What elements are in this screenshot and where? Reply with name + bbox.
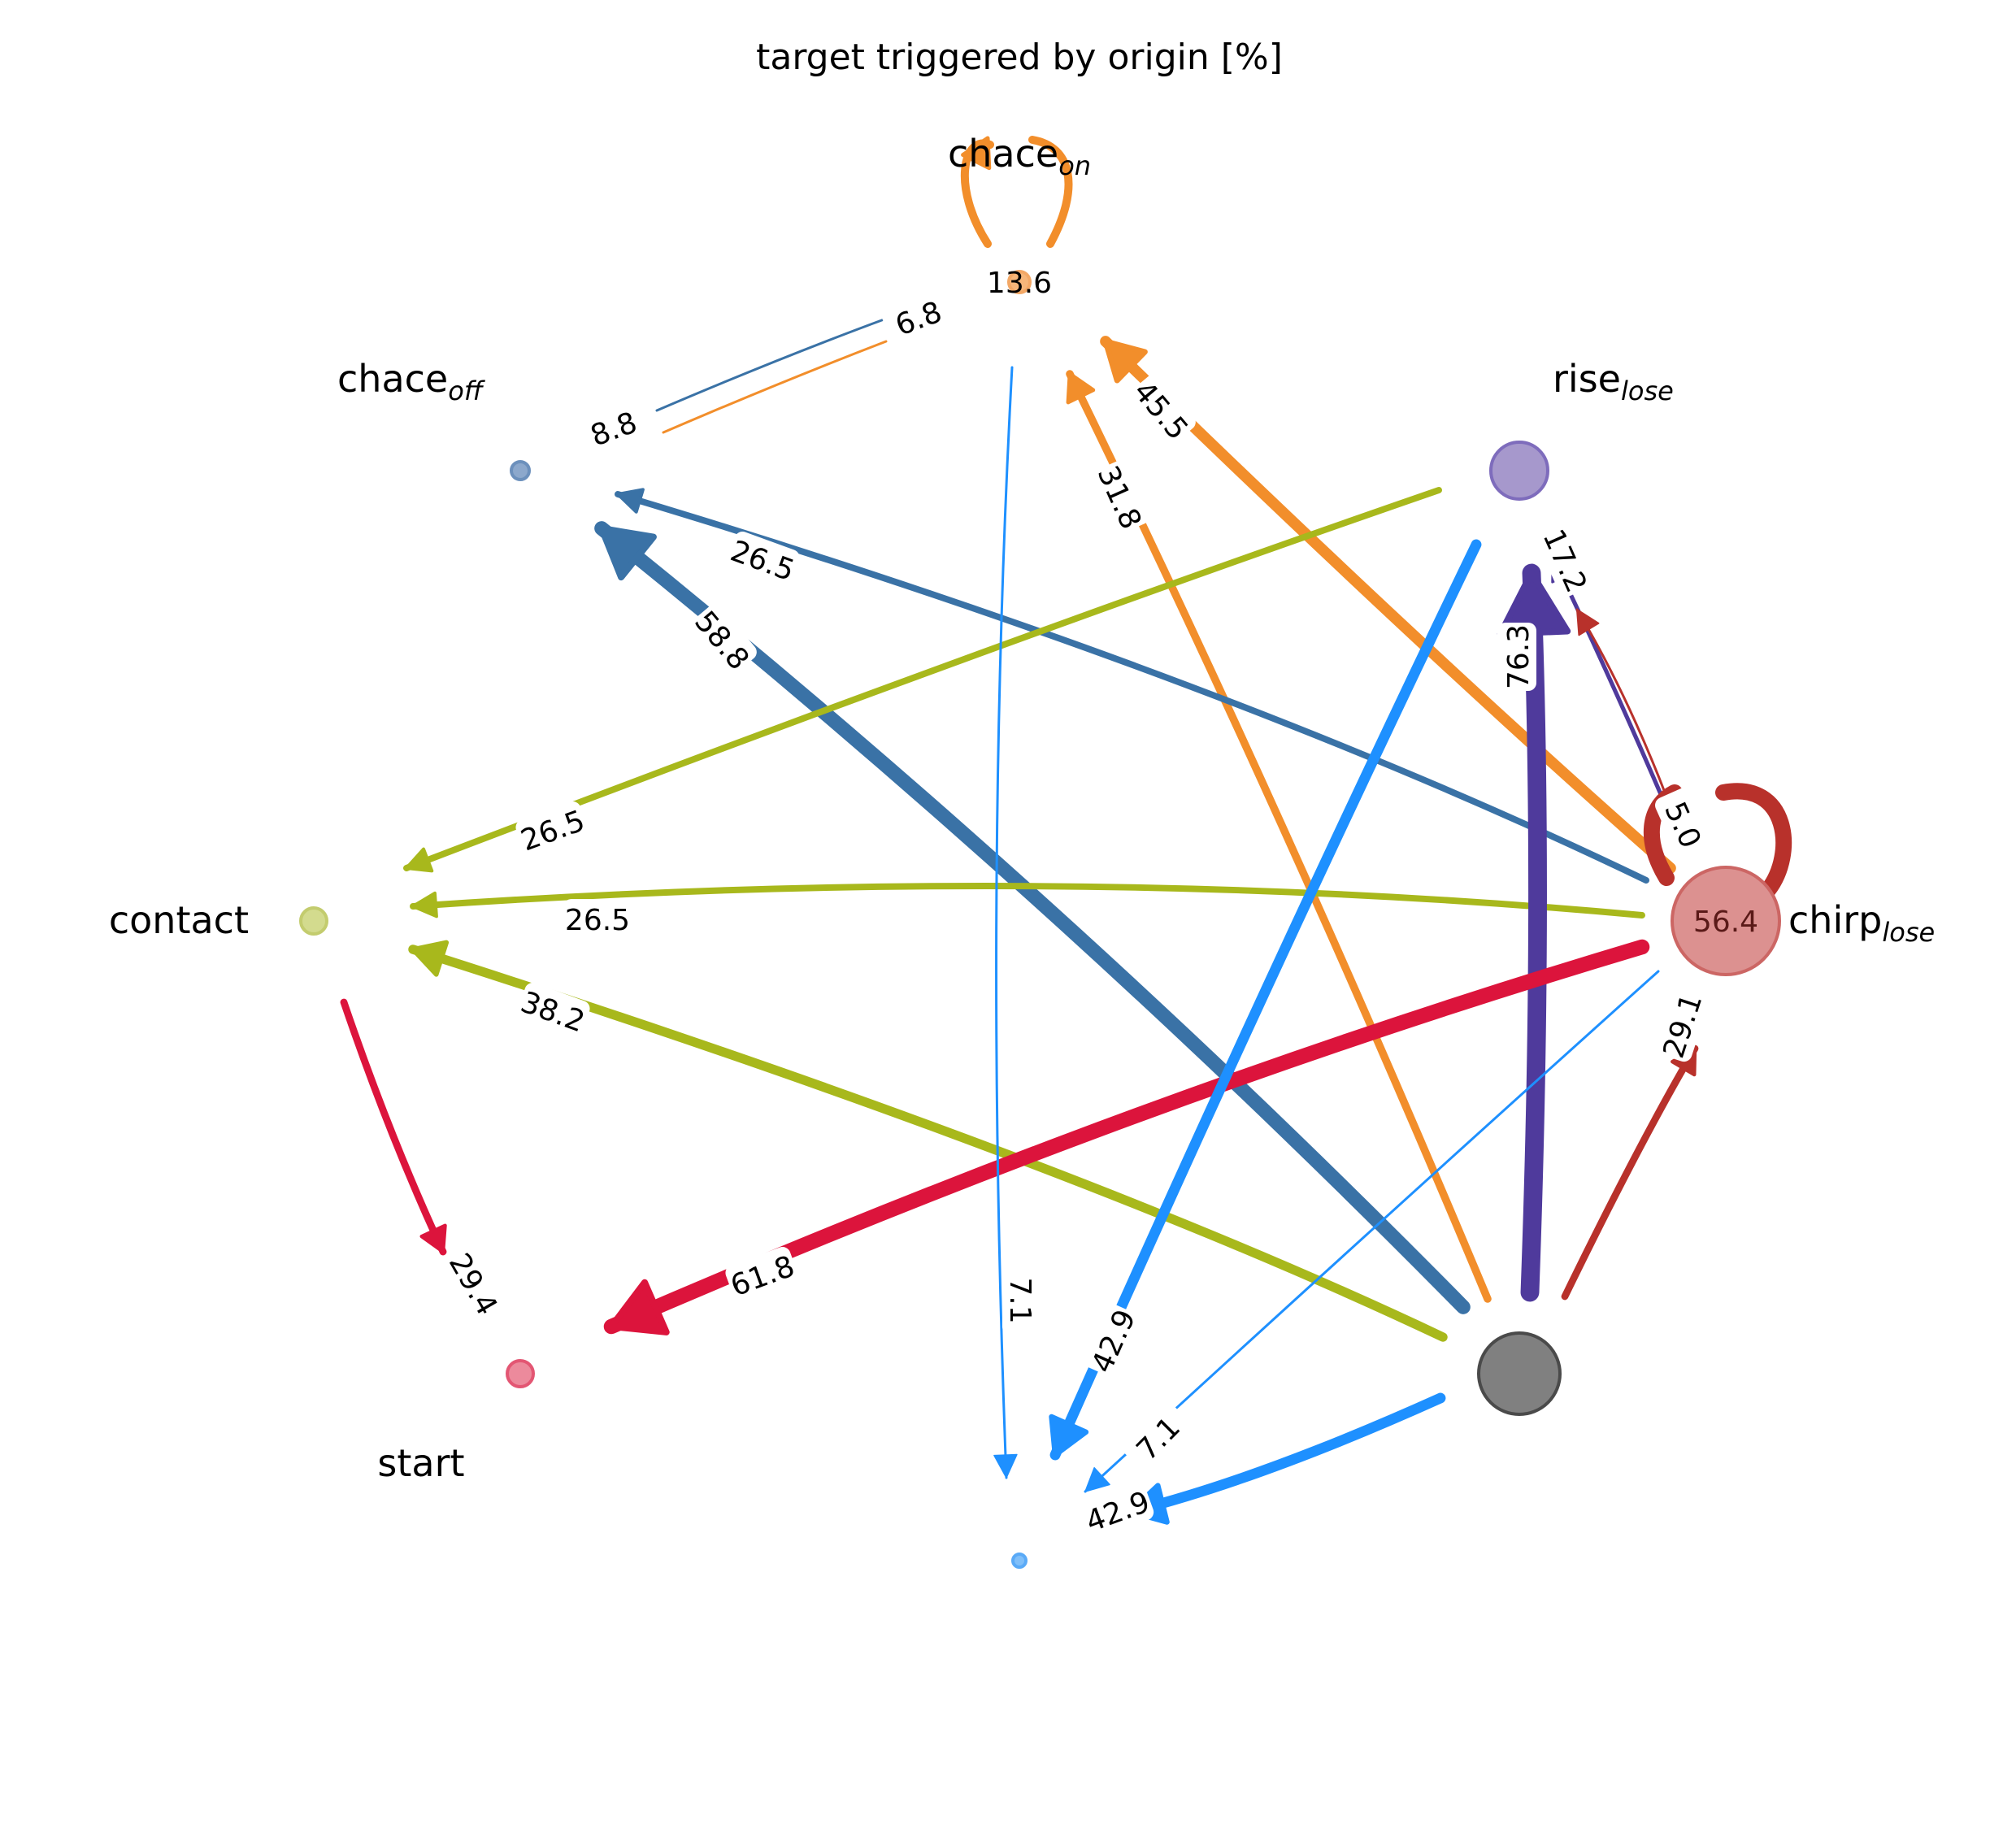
edge-arrowhead xyxy=(993,1453,1018,1479)
edge-label: 6.8 xyxy=(881,289,955,345)
edge-arrowhead xyxy=(616,488,645,514)
edge-label-box xyxy=(1653,988,1709,1062)
edge-arrowhead xyxy=(405,847,434,873)
node-start xyxy=(506,1359,535,1388)
node-label-chace-on: chaceon xyxy=(948,132,1091,181)
edge-label-box xyxy=(881,289,955,345)
edge-label-box xyxy=(1092,460,1150,534)
edge-label-box xyxy=(1537,523,1596,597)
node-value-label: 56.4 xyxy=(1693,905,1758,939)
edge-rise_lose-to-chirp_lose xyxy=(1575,608,1668,798)
node-rise-lose xyxy=(1489,441,1549,501)
node-node-gray xyxy=(1477,1331,1562,1416)
edge-label: 61.8 xyxy=(725,1247,799,1303)
edge-node_gray-to-node_bottom xyxy=(1124,1392,1446,1518)
edge-label-box xyxy=(516,983,590,1039)
node-node-bottom xyxy=(1011,1553,1028,1569)
chart-title: target triggered by origin [%] xyxy=(756,37,1283,78)
edge-chirp_lose-to-contact xyxy=(410,883,1645,919)
edge-arrowhead xyxy=(411,940,450,977)
edge-chace_off-to-chace_on xyxy=(655,317,888,412)
edge-arrowhead xyxy=(419,1223,447,1254)
edge-label: 29.1 xyxy=(1653,988,1709,1062)
edge-label: 45.5 xyxy=(1127,374,1196,446)
edge-arrowhead xyxy=(608,1279,670,1335)
edge-label-box xyxy=(443,1247,506,1320)
edge-label-box xyxy=(1497,623,1536,691)
edge-arrowhead xyxy=(598,525,657,581)
edge-label: 76.3 xyxy=(1497,623,1536,691)
edge-chirp_lose-to-chace_off xyxy=(615,491,1649,884)
node-chace-on xyxy=(1007,270,1032,294)
edge-label: 38.2 xyxy=(516,983,590,1039)
edge-label: 26.5 xyxy=(515,801,589,858)
node-chace-off xyxy=(510,460,531,481)
node-label-chirp-lose: chirplose xyxy=(1788,898,1935,948)
edge-label: 8.8 xyxy=(576,400,650,456)
edge-label: 26.5 xyxy=(563,899,632,938)
edge-label-box xyxy=(1002,1266,1041,1335)
edge-label-box xyxy=(689,604,757,675)
edge-node_gray-to-chirp_lose xyxy=(1561,1044,1699,1301)
edge-arrowhead xyxy=(1049,1414,1089,1458)
node-chirp-lose xyxy=(1671,866,1781,976)
node-label-rise-lose: riselose xyxy=(1553,357,1674,406)
nodes-layer xyxy=(299,270,1781,1569)
edge-arrowhead xyxy=(411,891,438,919)
edge-label-box xyxy=(726,532,800,588)
edge-label: 42.9 xyxy=(1083,1304,1142,1378)
edge-label: 7.1 xyxy=(1002,1266,1041,1335)
edge-label-box xyxy=(1080,1483,1154,1539)
edge-label-text: 7.1 xyxy=(1003,1277,1036,1323)
node-label-contact: contact xyxy=(109,898,249,942)
edge-arrowhead xyxy=(1084,1467,1110,1492)
edge-label-box xyxy=(1123,1403,1193,1473)
edge-label-text: 26.5 xyxy=(565,904,630,937)
node-contact xyxy=(299,906,328,936)
edge-node_gray-to-contact xyxy=(408,945,1448,1342)
edge-label-text: 76.3 xyxy=(1502,624,1536,689)
edge-arrowhead xyxy=(1576,609,1600,636)
node-labels-layer: chaceon chaceoff riselose 56.4 chirplose cont… xyxy=(109,132,1935,1485)
edge-arrowhead xyxy=(1102,338,1148,384)
node-label-start: start xyxy=(377,1441,464,1485)
edge-label-box xyxy=(576,400,650,456)
edge-label-box xyxy=(725,1247,799,1303)
edge-label-box xyxy=(515,801,589,858)
edge-arrowhead xyxy=(961,136,992,171)
edge-chirp_lose-to-chace_on xyxy=(1100,336,1676,874)
edge-label: 13.6 xyxy=(987,267,1052,300)
edge-chace_on-to-node_bottom xyxy=(995,366,1014,1479)
edge-label-box xyxy=(1083,1304,1141,1378)
edge-arrowhead xyxy=(1066,371,1096,405)
edge-label-box xyxy=(1655,788,1714,862)
node-label-chace-off: chaceoff xyxy=(337,357,486,406)
edge-label-box xyxy=(1128,374,1196,445)
edge-chace_on-to-chace_off xyxy=(662,340,888,434)
edge-label-box xyxy=(563,899,632,938)
edge-label: 31.8 xyxy=(1091,460,1150,534)
edge-label: 29.4 xyxy=(442,1247,506,1321)
edge-contact-to-start xyxy=(340,998,447,1256)
edge-label: 7.1 xyxy=(1123,1403,1193,1473)
